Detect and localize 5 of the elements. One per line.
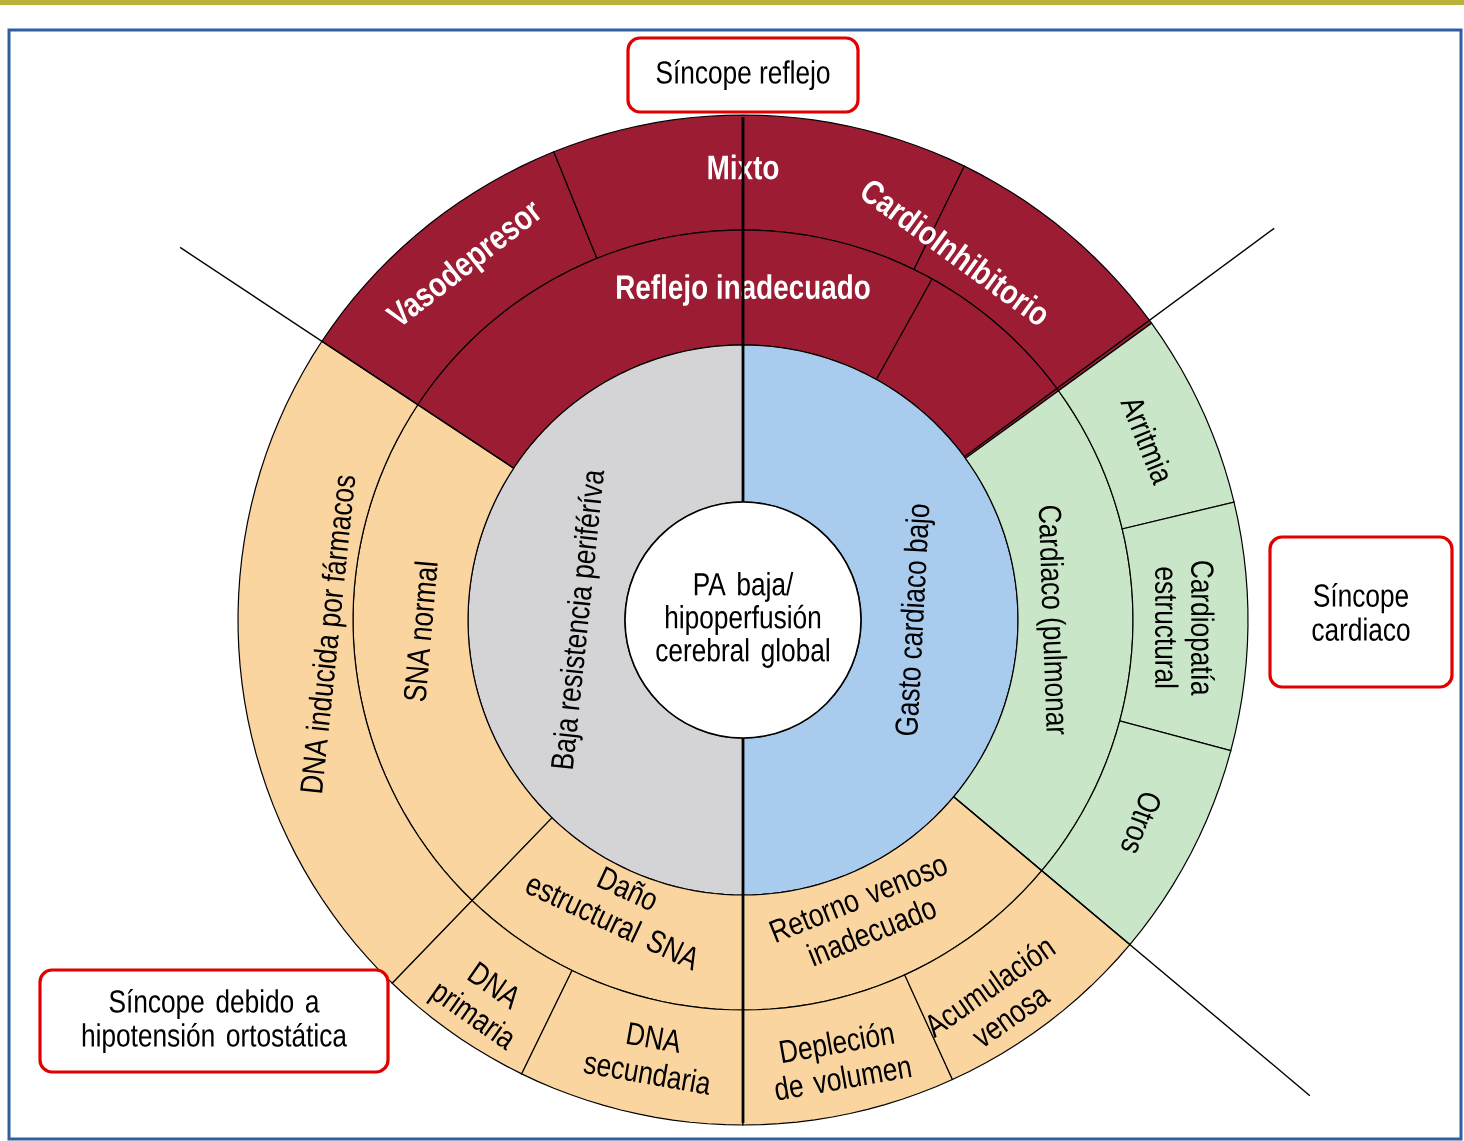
callout-box: Síncope reflejo bbox=[626, 36, 860, 114]
callout-box: Síncope cardiaco bbox=[1268, 535, 1454, 689]
ring-segment: Cardiopatía estructural bbox=[1119, 501, 1249, 752]
node-label: DNA secundaria bbox=[583, 1022, 709, 1095]
callout-box: Síncope debido a hipotensión ortostática bbox=[38, 968, 390, 1074]
